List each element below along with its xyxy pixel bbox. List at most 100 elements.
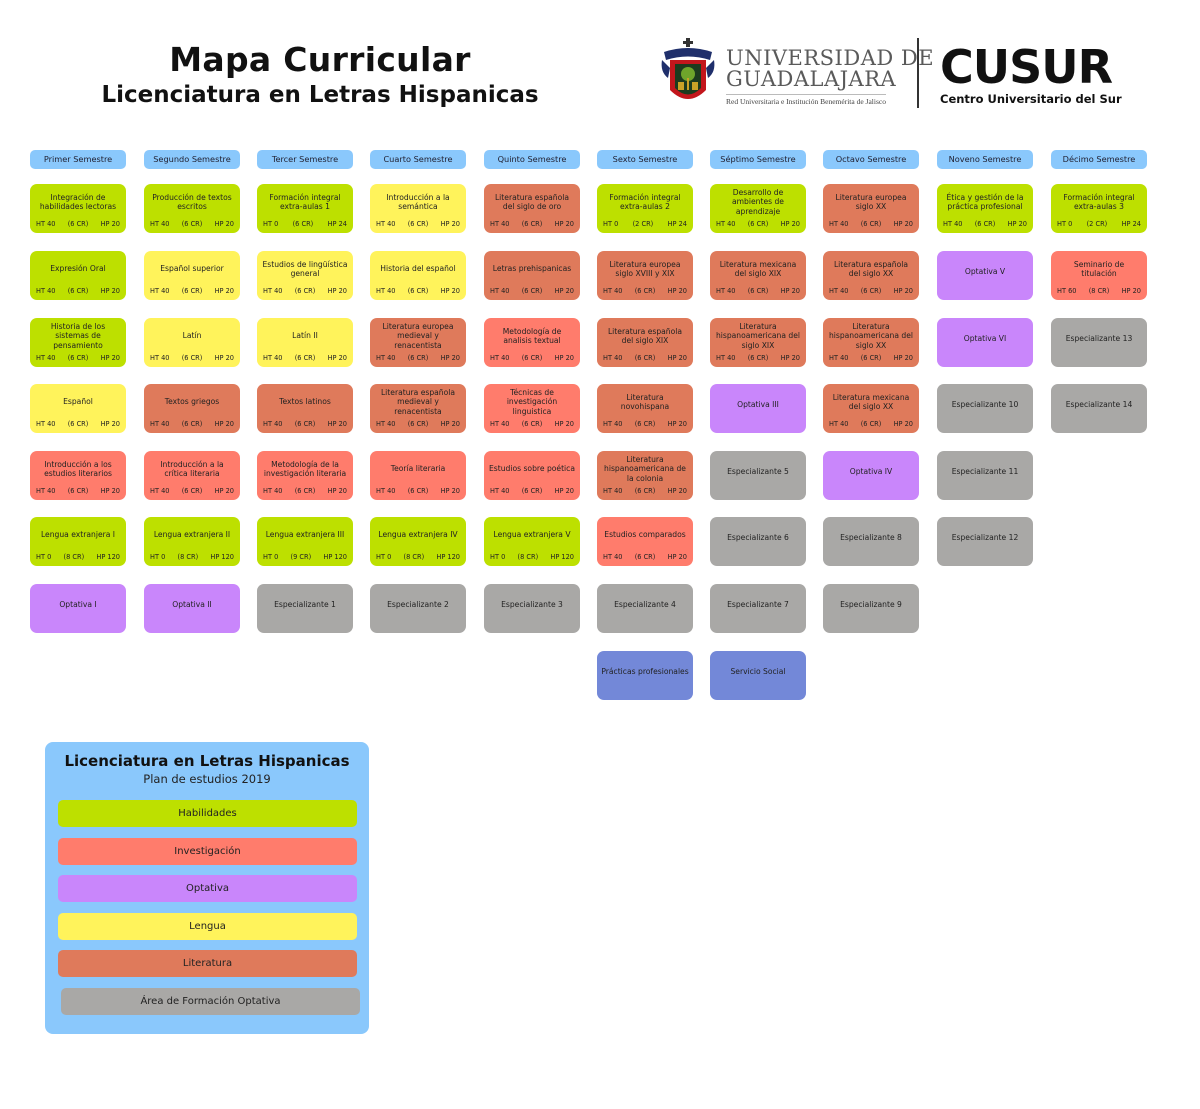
semester-header: Cuarto Semestre [370,150,466,169]
course-hours: HT 40(6 CR)HP 20 [376,287,460,295]
course-hp: HP 120 [436,553,460,561]
course-cr: (6 CR) [294,420,316,428]
semester-header: Séptimo Semestre [710,150,806,169]
course-name: Especializante 4 [614,600,676,610]
course-hp: HP 20 [1121,287,1141,295]
course-ht: HT 40 [829,220,849,228]
course-cr: (6 CR) [292,220,314,228]
course-ht: HT 40 [376,287,396,295]
course-hp: HP 20 [1007,220,1027,228]
course-ht: HT 40 [36,487,56,495]
course-hours: HT 40(6 CR)HP 20 [603,354,687,362]
course-hp: HP 20 [554,287,574,295]
course-card: Optativa IV [823,451,919,500]
semester-header: Sexto Semestre [597,150,693,169]
course-name: Producción de textos escritos [152,192,232,211]
course-name: Introducción a la crítica literaria [160,459,224,478]
course-hp: HP 20 [780,354,800,362]
udg-name: UNIVERSIDAD DE GUADALAJARA [726,48,934,90]
course-name: Literatura mexicana del siglo XIX [719,259,797,278]
course-name: Metodología de la investigación literari… [263,459,347,478]
course-cr: (8 CR) [63,553,85,561]
semester-header: Tercer Semestre [257,150,353,169]
udg-name-line1: UNIVERSIDAD DE [726,46,935,70]
course-hp: HP 20 [440,420,460,428]
course-name: Especializante 5 [727,467,789,477]
course-ht: HT 40 [829,420,849,428]
course-name: Especializante 7 [727,600,789,610]
course-cr: (6 CR) [860,287,882,295]
course-name: Lengua extranjera II [153,530,231,540]
logo-divider [917,38,919,108]
cusur-full-name: Centro Universitario del Sur [940,92,1122,106]
legend-subtitle: Plan de estudios 2019 [143,772,271,786]
course-name: Literatura europea medieval y renacentis… [382,322,454,350]
course-card: Especializante 4 [597,584,693,633]
course-name: Historia de los sistemas de pensamiento [50,322,106,350]
udg-name-line2: GUADALAJARA [726,67,897,91]
course-card: Servicio Social [710,651,806,700]
course-hours: HT 40(6 CR)HP 20 [376,220,460,228]
course-hours: HT 40(6 CR)HP 20 [716,354,800,362]
course-name: Especializante 13 [1065,334,1133,344]
course-cr: (6 CR) [181,220,203,228]
course-card: Especializante 11 [937,451,1033,500]
course-hp: HP 20 [327,287,347,295]
course-ht: HT 40 [490,354,510,362]
course-card: Especializante 6 [710,517,806,566]
course-name: Textos latinos [279,397,331,407]
course-hp: HP 20 [214,287,234,295]
course-hours: HT 40(6 CR)HP 20 [150,220,234,228]
course-name: Desarrollo de ambientes de aprendizaje [732,188,784,216]
page-subtitle: Licenciatura en Letras Hispanicas [101,82,539,108]
course-hp: HP 20 [327,354,347,362]
course-ht: HT 0 [376,553,392,561]
course-hp: HP 20 [440,287,460,295]
course-hours: HT 0(8 CR)HP 120 [490,553,574,561]
course-hours: HT 40(6 CR)HP 20 [376,420,460,428]
udg-seal-icon [661,38,715,99]
course-hp: HP 20 [893,354,913,362]
course-card: Especializante 1 [257,584,353,633]
course-ht: HT 40 [943,220,963,228]
course-name: Prácticas profesionales [601,667,689,677]
course-hours: HT 40(6 CR)HP 20 [603,420,687,428]
course-cr: (6 CR) [181,420,203,428]
course-name: Optativa V [964,267,1006,277]
course-name: Especializante 6 [727,533,789,543]
course-name: Formación integral extra-aulas 2 [609,192,681,211]
course-ht: HT 60 [1057,287,1077,295]
course-cr: (6 CR) [181,354,203,362]
course-cr: (6 CR) [181,287,203,295]
course-hp: HP 20 [100,287,120,295]
course-card: Producción de textos escritos HT 40(6 CR)… [144,184,240,233]
course-card: Literatura hispanoamericana del siglo XI… [710,318,806,367]
course-name: Integración de habilidades lectoras [39,192,117,211]
course-hours: HT 40(6 CR)HP 20 [150,420,234,428]
course-ht: HT 40 [150,420,170,428]
course-cr: (8 CR) [1088,287,1110,295]
course-card: Especializante 7 [710,584,806,633]
course-hp: HP 20 [100,420,120,428]
course-hours: HT 0(6 CR)HP 24 [263,220,347,228]
course-hours: HT 40(6 CR)HP 20 [603,287,687,295]
course-hours: HT 0(8 CR)HP 120 [376,553,460,561]
course-hp: HP 20 [214,487,234,495]
course-hours: HT 40(6 CR)HP 20 [490,220,574,228]
course-ht: HT 40 [36,287,56,295]
course-card: Especializante 14 [1051,384,1147,433]
course-cr: (6 CR) [974,220,996,228]
course-hours: HT 40(6 CR)HP 20 [36,287,120,295]
course-hp: HP 20 [214,354,234,362]
course-hours: HT 0(9 CR)HP 120 [263,553,347,561]
course-hours: HT 40(6 CR)HP 20 [263,354,347,362]
course-hours: HT 40(6 CR)HP 20 [36,354,120,362]
